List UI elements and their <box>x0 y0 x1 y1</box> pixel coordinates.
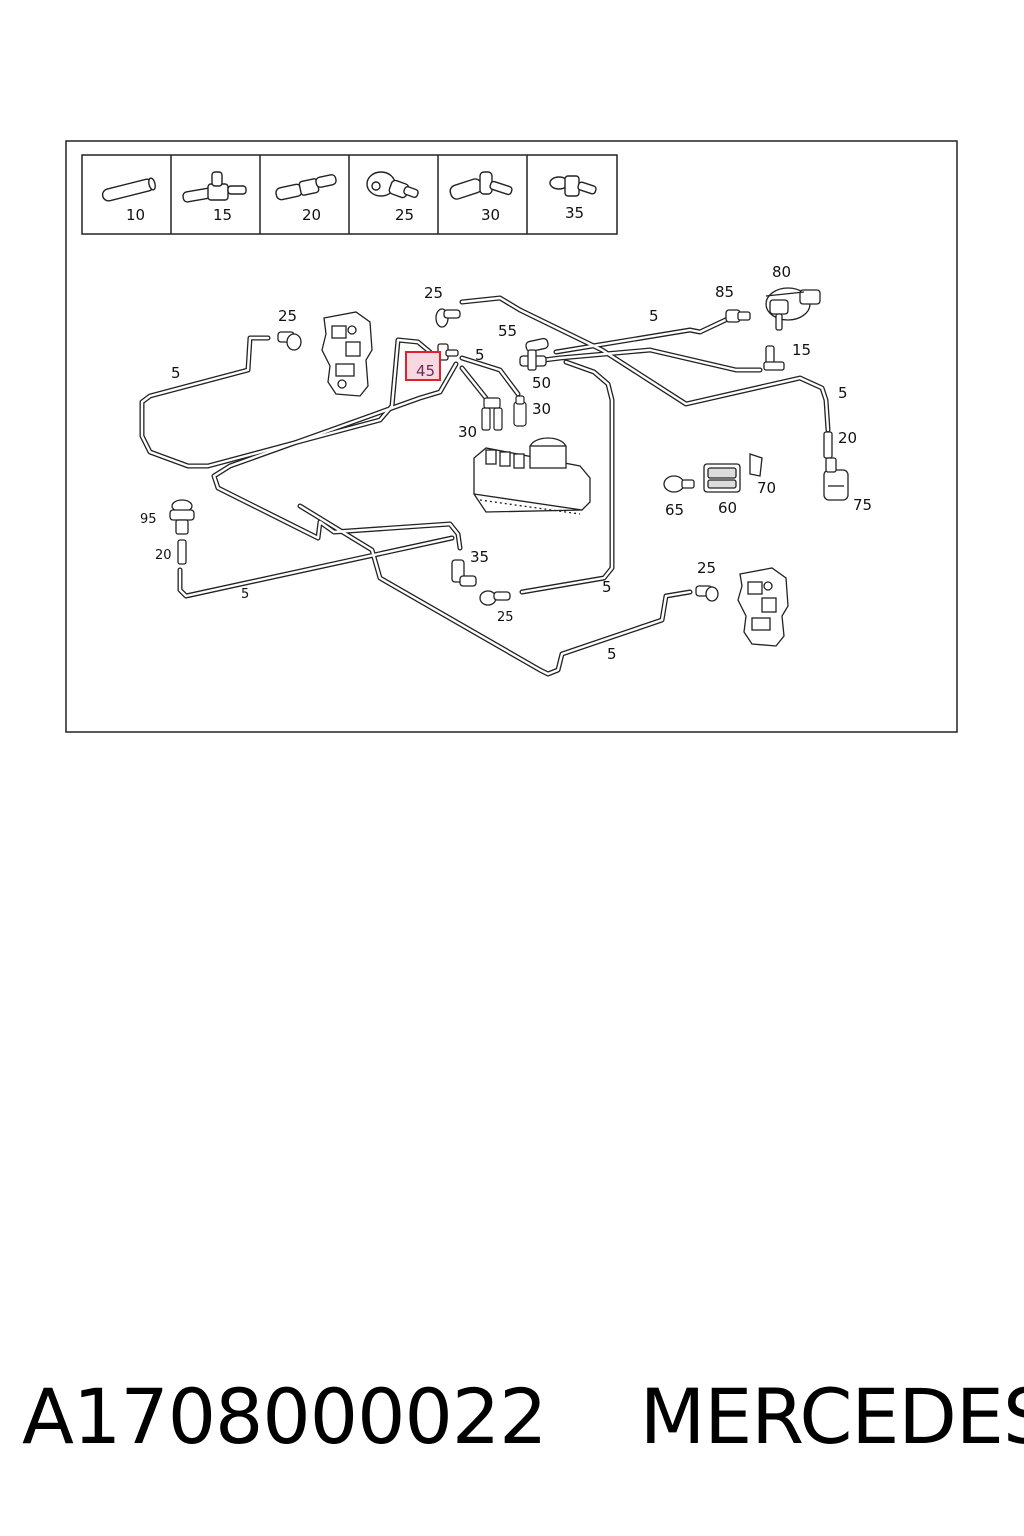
callout-5-top-right: 5 <box>649 307 659 325</box>
connector-25-bottom-right-icon <box>695 585 719 602</box>
callout-5-bottom-left: 5 <box>241 587 249 602</box>
connector-25-bottom-icon <box>479 590 511 606</box>
vacuum-pump-unit-icon <box>473 437 591 515</box>
part-caption: A1708000022 MERCEDES <box>22 1372 1024 1461</box>
vacuum-lines <box>139 295 831 677</box>
connector-85-icon <box>725 309 751 323</box>
callout-labels: 25 55 5 50 30 30 25 5 5 85 80 15 5 20 75… <box>140 263 872 663</box>
connector-30-pair-left-icon <box>481 397 503 431</box>
legend-elbow-connector-icon <box>449 171 513 200</box>
callout-15: 15 <box>792 341 811 359</box>
legend-label-35: 35 <box>565 204 584 222</box>
legend-straight-connector-icon <box>101 177 156 202</box>
callout-5-right: 5 <box>838 384 848 402</box>
highlight-label-45: 45 <box>416 362 435 380</box>
legend-label-25: 25 <box>395 206 414 224</box>
screw-65-icon <box>663 475 695 493</box>
connector-25-top-icon <box>435 308 461 328</box>
callout-25-top: 25 <box>424 284 443 302</box>
switch-60-icon <box>703 463 741 493</box>
callout-30-b: 30 <box>458 423 477 441</box>
callout-75: 75 <box>853 496 872 514</box>
callout-30-a: 30 <box>532 400 551 418</box>
part-number: A1708000022 <box>22 1372 548 1461</box>
callout-55: 55 <box>498 322 517 340</box>
connector-50-tee-icon <box>519 349 547 371</box>
connector-25-left-icon <box>277 331 302 351</box>
callout-35: 35 <box>470 548 489 566</box>
legend-label-15: 15 <box>213 206 232 224</box>
callout-5-mid: 5 <box>475 346 485 364</box>
callout-65: 65 <box>665 501 684 519</box>
callout-80: 80 <box>772 263 791 281</box>
callout-25-bottom: 25 <box>497 610 514 625</box>
right-door-lock-actuator-icon <box>737 567 789 647</box>
left-door-lock-actuator-icon <box>321 311 373 397</box>
callout-20-left: 20 <box>155 548 172 563</box>
legend-reducer-connector-icon <box>275 174 337 201</box>
connector-legend: 10 15 20 25 30 35 <box>81 154 618 235</box>
legend-label-30: 30 <box>481 206 500 224</box>
legend-angled-connector-icon <box>366 171 419 199</box>
valve-75-icon <box>823 457 849 501</box>
callout-70: 70 <box>757 479 776 497</box>
legend-label-20: 20 <box>302 206 321 224</box>
elbow-35-icon <box>451 559 477 587</box>
brand-name: MERCEDES <box>639 1372 1024 1461</box>
legend-label-10: 10 <box>126 206 145 224</box>
callout-60: 60 <box>718 499 737 517</box>
vacuum-reservoir-80-icon <box>765 287 821 331</box>
highlight-box <box>405 351 441 381</box>
connector-20-right-icon <box>823 431 833 459</box>
connector-20-left-icon <box>177 539 187 565</box>
callout-5-left: 5 <box>171 364 181 382</box>
callout-50: 50 <box>532 374 551 392</box>
connector-55-icon <box>525 337 549 353</box>
callout-20-right: 20 <box>838 429 857 447</box>
legend-tee-connector-icon <box>182 171 247 203</box>
legend-elbow-fitting-icon <box>549 175 597 197</box>
diagram-frame <box>65 140 958 733</box>
callout-5-bottom-mid: 5 <box>602 578 612 596</box>
callout-25-left: 25 <box>278 307 297 325</box>
valve-95-icon <box>169 499 195 535</box>
connector-15-tee-icon <box>763 345 785 371</box>
callout-95: 95 <box>140 512 157 527</box>
bracket-70-icon <box>749 453 763 477</box>
callout-25-bottom-right: 25 <box>697 559 716 577</box>
connector-30-right-icon <box>513 395 527 427</box>
callout-5-bottom-right: 5 <box>607 645 617 663</box>
callout-85: 85 <box>715 283 734 301</box>
